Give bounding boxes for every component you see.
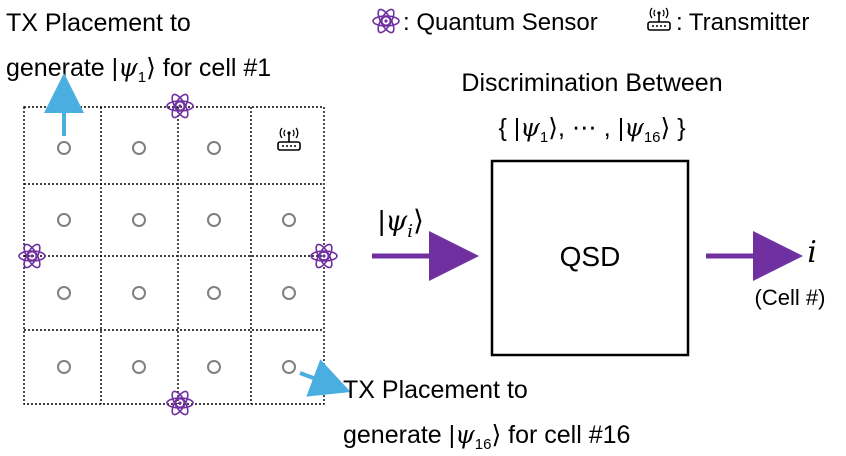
router-icon: [277, 127, 301, 151]
legend-transmitter-label: : Transmitter: [676, 9, 809, 36]
cell-dot: [132, 286, 146, 300]
cell-dot: [207, 141, 221, 155]
tx-last-pointer-arrow: [299, 359, 351, 397]
cell-dot: [132, 213, 146, 227]
atom-icon: [372, 6, 400, 36]
cell-dot: [132, 141, 146, 155]
atom-icon: [166, 388, 194, 418]
input-state-label: |ψi⟩: [378, 204, 424, 242]
atom-icon: [310, 241, 338, 271]
cell-dot: [132, 360, 146, 374]
tx-last-line2: generate |ψ16⟩ for cell #16: [343, 420, 630, 453]
cell-dot: [57, 286, 71, 300]
atom-icon: [166, 91, 194, 121]
qsd-box: [490, 159, 690, 357]
cell-dot: [207, 360, 221, 374]
discrimination-set: { |ψ1⟩, ⋯ , |ψ16⟩ }: [498, 113, 685, 146]
discrimination-title: Discrimination Between: [461, 69, 722, 97]
output-caption: (Cell #): [755, 285, 826, 310]
qsd-label: QSD: [560, 241, 621, 272]
tx-first-line2: generate |ψ1⟩ for cell #1: [6, 53, 271, 86]
cell-dot: [282, 360, 296, 374]
discrimination-header: Discrimination Between { |ψ1⟩, ⋯ , |ψ16⟩…: [461, 69, 722, 146]
cell-dot: [207, 213, 221, 227]
cell-grid: [23, 106, 325, 405]
legend: : Quantum Sensor : Transmitter: [372, 6, 809, 36]
legend-sensor-label: : Quantum Sensor: [403, 9, 598, 36]
cell-dot: [207, 286, 221, 300]
router-icon: [647, 7, 671, 31]
tx-first-line1: TX Placement to: [6, 9, 191, 37]
cell-dot: [57, 360, 71, 374]
cell-dot: [57, 213, 71, 227]
cell-dot: [57, 141, 71, 155]
tx-placement-first-caption: TX Placement to generate |ψ1⟩ for cell #…: [6, 9, 271, 86]
cell-dot: [282, 213, 296, 227]
cell-dot: [282, 286, 296, 300]
tx-last-line1: TX Placement to: [343, 376, 528, 404]
output-index-symbol: i: [807, 235, 817, 270]
tx-placement-last-caption: TX Placement to generate |ψ16⟩ for cell …: [343, 376, 630, 453]
